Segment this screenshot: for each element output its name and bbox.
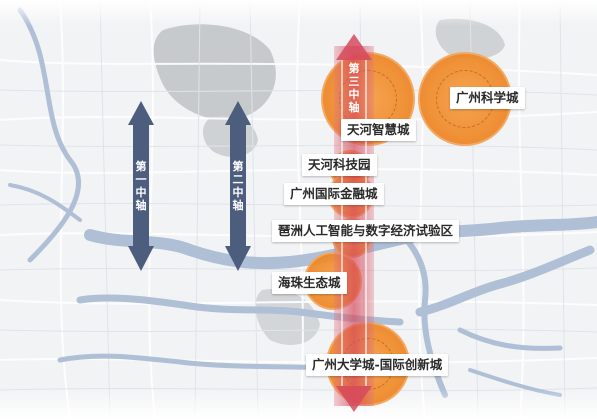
label-pazhou-ai-zone: 琶洲人工智能与数字经济试验区 [272,220,460,242]
mountain-area [153,24,276,120]
third-axis-label: 第三中轴 [348,62,360,114]
label-haizhu-eco-city: 海珠生态城 [272,272,347,294]
label-university-town-innovation-city: 广州大学城-国际创新城 [306,354,449,376]
label-international-finance-city: 广州国际金融城 [284,183,384,205]
bottom-fade [0,389,597,419]
top-fade [0,0,597,26]
label-tianhe-smart-city: 天河智慧城 [341,119,416,141]
second-axis-label: 第二中轴 [232,160,244,212]
first-axis-label: 第一中轴 [135,160,147,212]
label-guangzhou-science-city: 广州科学城 [450,87,525,109]
label-tianhe-science-park: 天河科技园 [302,154,377,176]
